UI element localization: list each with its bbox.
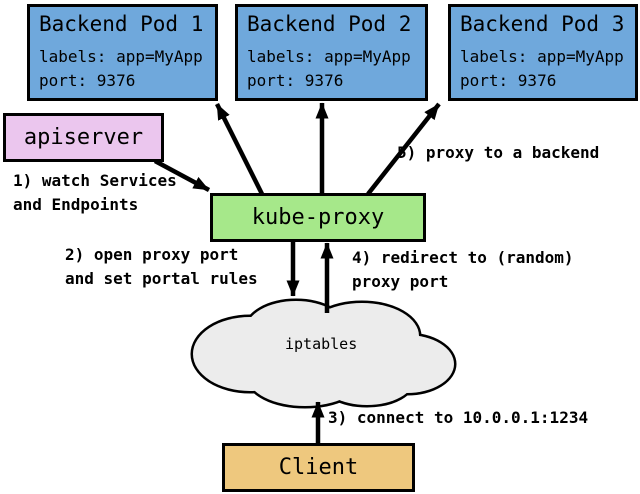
backend-pod-3-title: Backend Pod 3 bbox=[460, 12, 625, 36]
annotation-step1: 1) watch Services and Endpoints bbox=[13, 171, 177, 214]
annotation-step5: 5) proxy to a backend bbox=[397, 143, 600, 162]
iptables-label: iptables bbox=[285, 335, 358, 353]
backend-pod-2-labels: labels: app=MyApp bbox=[247, 47, 411, 66]
kube-proxy-title: kube-proxy bbox=[251, 205, 385, 230]
backend-pod-3-node: Backend Pod 3 labels: app=MyApp port: 93… bbox=[448, 4, 638, 101]
backend-pod-1-labels: labels: app=MyApp bbox=[39, 47, 203, 66]
client-node: Client bbox=[222, 443, 415, 492]
backend-pod-3-labels: labels: app=MyApp bbox=[460, 47, 624, 66]
arrow-kubeproxy-to-pod3 bbox=[366, 102, 441, 196]
annotation-step2: 2) open proxy port and set portal rules bbox=[65, 245, 258, 288]
arrow-apiserver-to-kubeproxy bbox=[153, 159, 211, 192]
backend-pod-2-node: Backend Pod 2 labels: app=MyApp port: 93… bbox=[235, 4, 428, 101]
annotation-step4: 4) redirect to (random) proxy port bbox=[352, 248, 574, 291]
backend-pod-2-port: port: 9376 bbox=[247, 71, 344, 90]
kube-proxy-node: kube-proxy bbox=[210, 193, 426, 242]
iptables-cloud bbox=[190, 298, 457, 409]
arrow-kubeproxy-to-pod1 bbox=[214, 102, 265, 196]
backend-pod-1-port: port: 9376 bbox=[39, 71, 136, 90]
backend-pod-2-title: Backend Pod 2 bbox=[247, 12, 412, 36]
annotation-step3: 3) connect to 10.0.0.1:1234 bbox=[328, 408, 589, 427]
backend-pod-3-port: port: 9376 bbox=[460, 71, 557, 90]
client-title: Client bbox=[278, 455, 359, 480]
backend-pod-1-title: Backend Pod 1 bbox=[39, 12, 204, 36]
apiserver-title: apiserver bbox=[23, 125, 144, 150]
backend-pod-1-node: Backend Pod 1 labels: app=MyApp port: 93… bbox=[27, 4, 218, 101]
apiserver-node: apiserver bbox=[3, 113, 164, 162]
